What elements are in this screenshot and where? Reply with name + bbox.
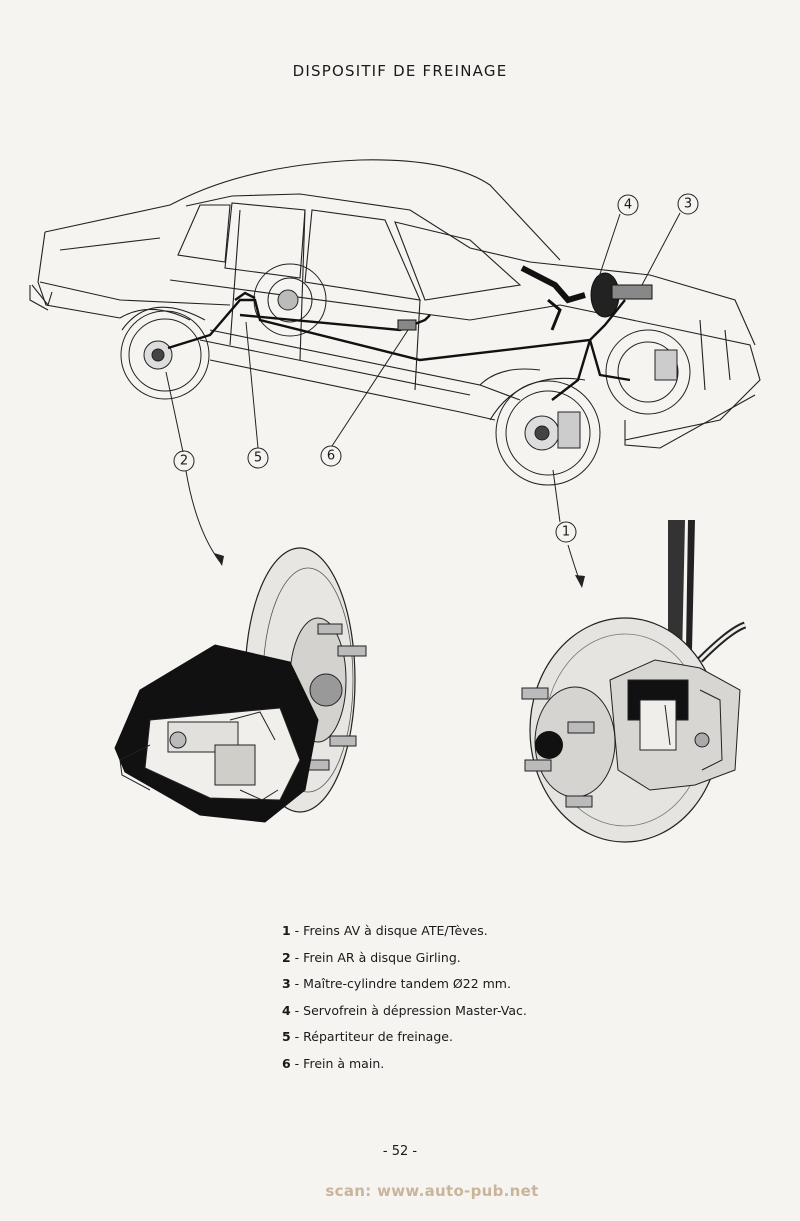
legend-item: 5 - Répartiteur de freinage. <box>282 1029 453 1044</box>
parts-legend: 1 - Freins AV à disque ATE/Tèves. 2 - Fr… <box>282 922 527 1081</box>
callout-6: 6 <box>320 445 342 467</box>
rear-wheel <box>120 310 210 400</box>
master-cylinder-servo <box>397 265 653 331</box>
car-outline-drawing <box>29 159 761 449</box>
legend-item: 3 - Maître-cylindre tandem Ø22 mm. <box>282 976 511 991</box>
page-number: - 52 - <box>382 1144 418 1159</box>
page-title: DISPOSITIF DE FREINAGE <box>292 62 508 80</box>
svg-text:5: 5 <box>254 451 262 466</box>
svg-text:1: 1 <box>562 525 570 540</box>
legend-item: 1 - Freins AV à disque ATE/Tèves. <box>282 923 488 938</box>
front-disc-brake-detail <box>521 520 747 843</box>
svg-text:3: 3 <box>684 197 692 212</box>
callout-1: 1 <box>555 521 577 543</box>
callout-5: 5 <box>247 447 269 469</box>
front-wheel-near <box>495 380 601 486</box>
callout-2: 2 <box>173 450 195 472</box>
callout-4: 4 <box>617 194 639 216</box>
svg-text:2: 2 <box>180 454 188 469</box>
svg-text:6: 6 <box>327 449 335 464</box>
legend-item: 4 - Servofrein à dépression Master-Vac. <box>282 1002 527 1018</box>
svg-text:4: 4 <box>624 198 632 213</box>
legend-item: 2 - Frein AR à disque Girling. <box>282 949 461 965</box>
callout-3: 3 <box>677 193 699 215</box>
arrow-to-front-brake <box>575 575 585 588</box>
watermark: scan: www.auto-pub.net <box>325 1182 539 1200</box>
rear-disc-brake-detail <box>114 547 367 823</box>
rear-wheel-far <box>253 263 327 337</box>
legend-item: 6 - Frein à main. <box>282 1055 385 1071</box>
callout-leaders <box>165 212 681 583</box>
arrow-to-rear-brake <box>214 553 224 566</box>
front-wheel-far <box>605 329 691 415</box>
